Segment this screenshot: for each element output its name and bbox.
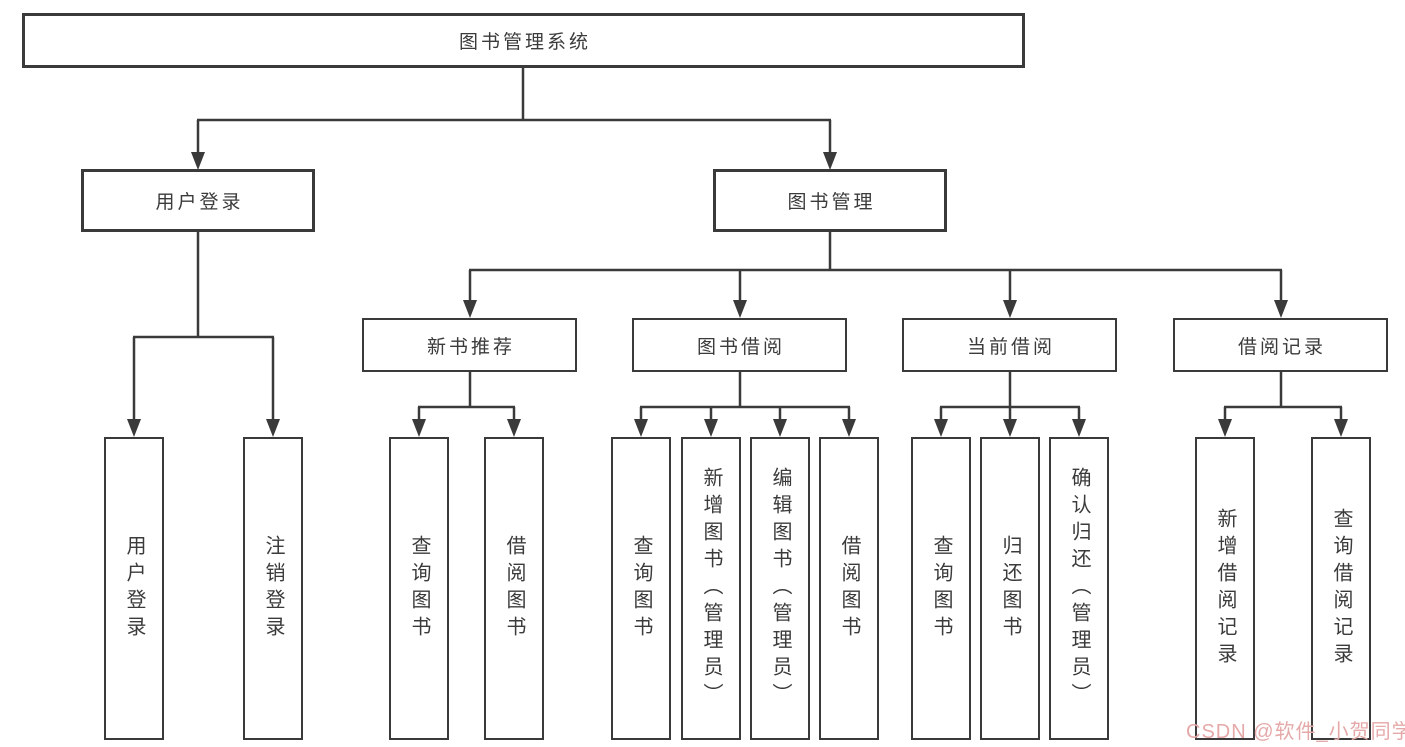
- node-book-borrow: 图书借阅: [632, 318, 847, 372]
- leaf-query-books-2: 查询图书: [611, 437, 671, 740]
- leaf-confirm-return-admin: 确认归还（管理员）: [1049, 437, 1109, 740]
- arrowheads: [127, 152, 1348, 437]
- csdn-watermark: CSDN @软件_小贺同学: [1186, 721, 1405, 743]
- node-root-library-system: 图书管理系统: [22, 13, 1025, 68]
- leaf-add-books-admin: 新增图书（管理员）: [681, 437, 741, 740]
- node-new-book-recommend: 新书推荐: [362, 318, 577, 372]
- node-borrow-records: 借阅记录: [1173, 318, 1388, 372]
- leaf-borrow-books-2: 借阅图书: [819, 437, 879, 740]
- leaf-logout: 注销登录: [243, 437, 303, 740]
- connector-strokes: [132, 68, 1343, 421]
- node-book-management: 图书管理: [713, 169, 947, 232]
- leaf-add-borrow-record: 新增借阅记录: [1195, 437, 1255, 740]
- leaf-user-login: 用户登录: [104, 437, 164, 740]
- node-user-login: 用户登录: [81, 169, 315, 232]
- leaf-borrow-books-1: 借阅图书: [484, 437, 544, 740]
- leaf-edit-books-admin: 编辑图书（管理员）: [750, 437, 810, 740]
- node-current-borrow: 当前借阅: [902, 318, 1117, 372]
- leaf-return-books: 归还图书: [980, 437, 1040, 740]
- leaf-query-borrow-record: 查询借阅记录: [1311, 437, 1371, 740]
- leaf-query-books-3: 查询图书: [911, 437, 971, 740]
- leaf-query-books-1: 查询图书: [389, 437, 449, 740]
